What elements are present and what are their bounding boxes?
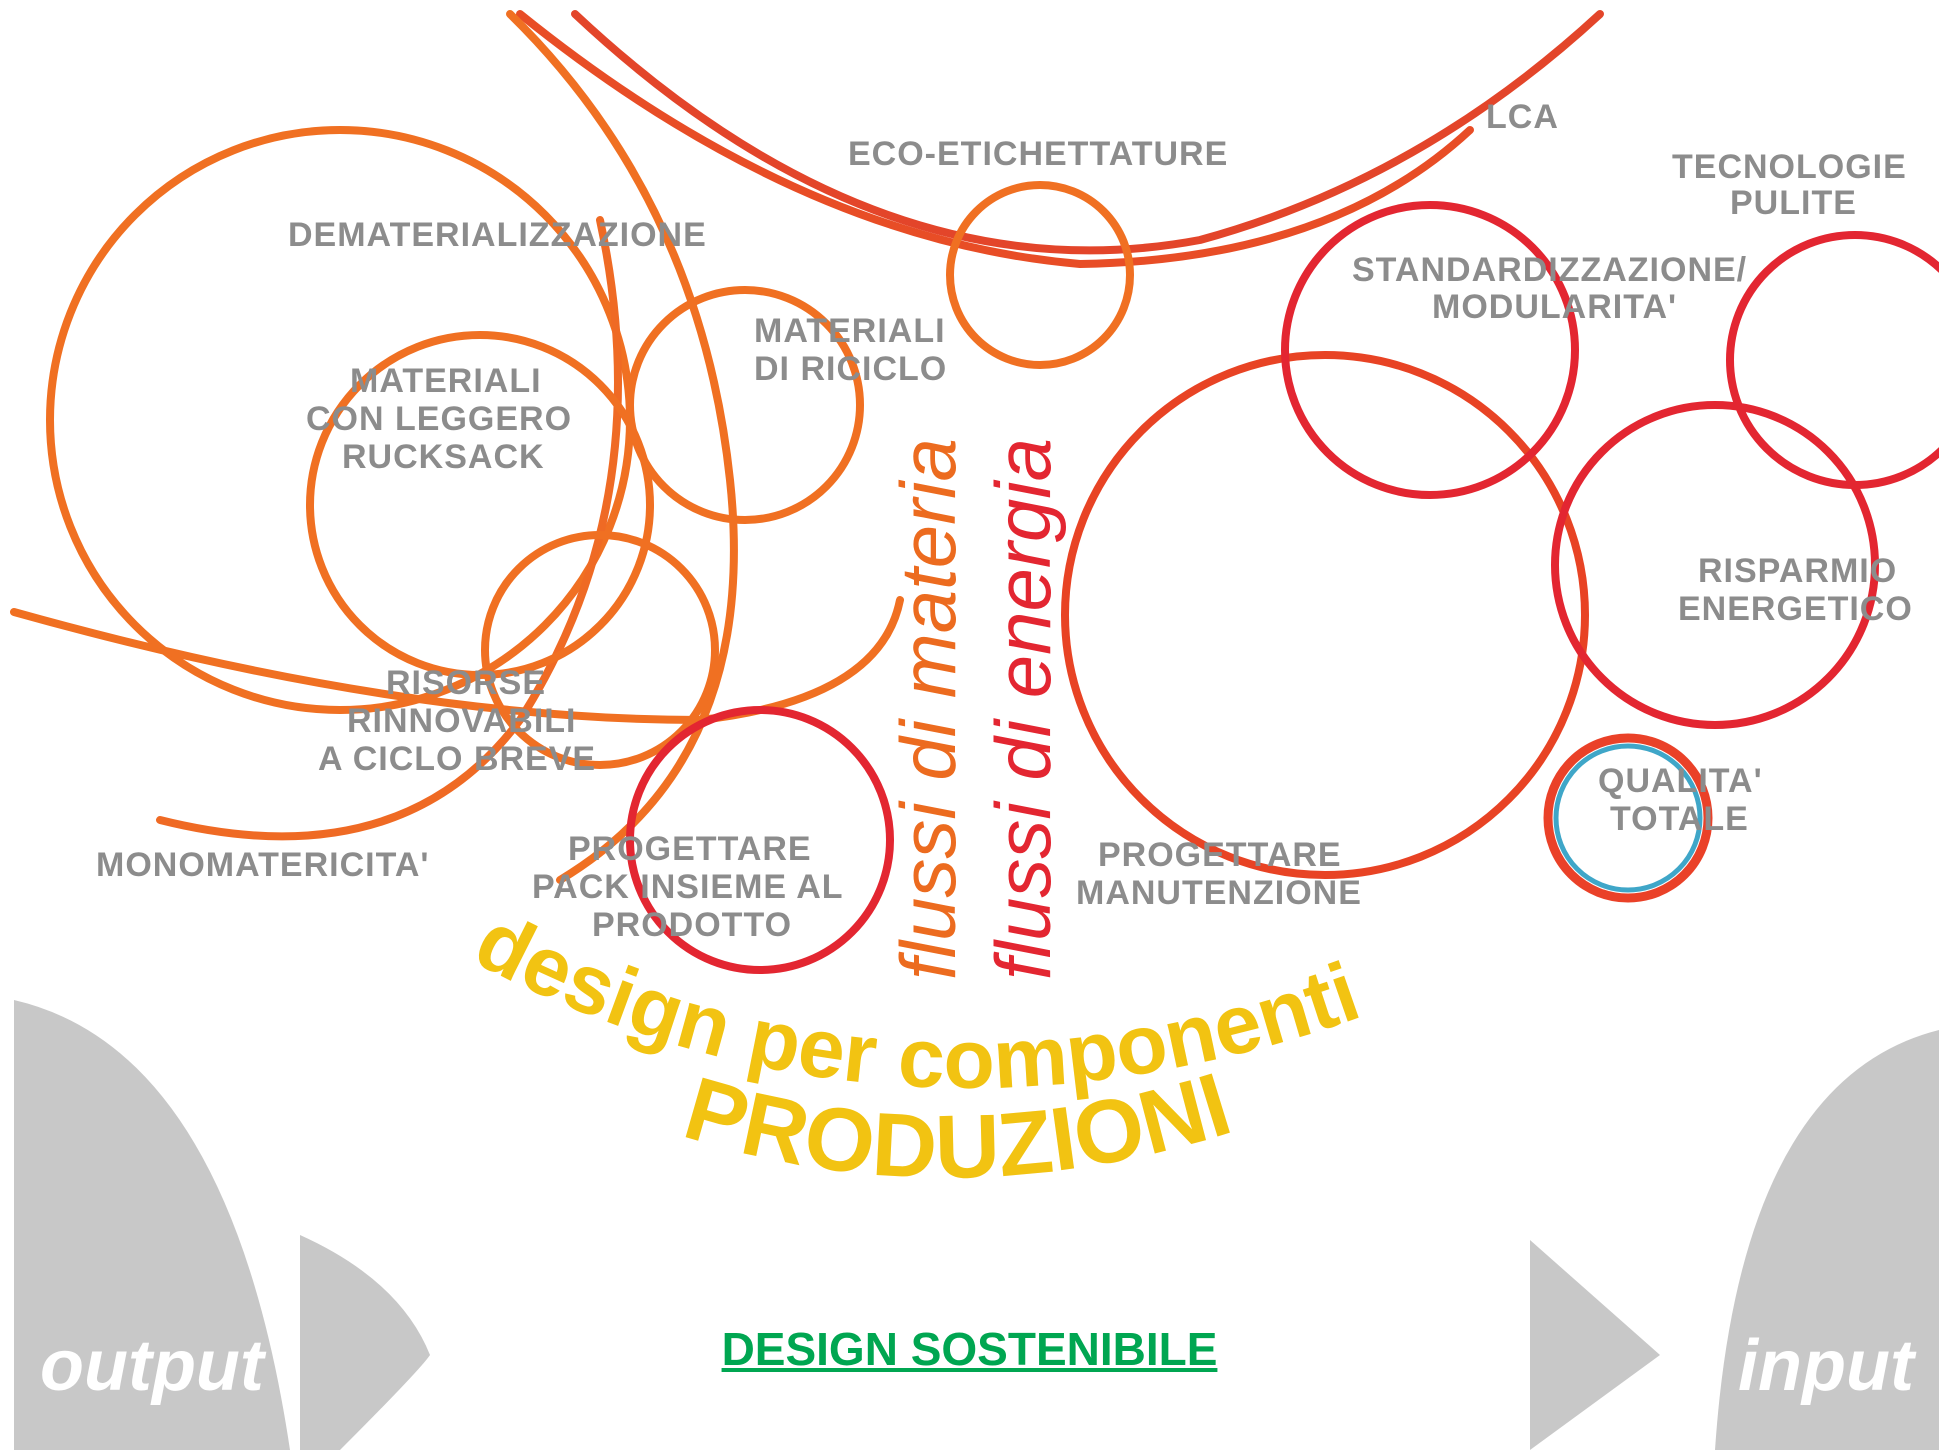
left-arc-large: [506, 10, 738, 884]
output-label: output: [40, 1326, 267, 1406]
label-standardizzazione: STANDARDIZZAZIONE/: [1352, 251, 1747, 289]
circle-qualita-inner: [1553, 743, 1703, 893]
label-totale: TOTALE: [1610, 800, 1749, 838]
concept-labels: LCA ECO-ETICHETTATURE TECNOLOGIE PULITE …: [96, 98, 1913, 944]
label-dematerializzazione: DEMATERIALIZZAZIONE: [288, 216, 707, 254]
arc-monomatericita: [10, 596, 904, 725]
circle-network: [10, 10, 1939, 974]
label-modularita: MODULARITA': [1432, 288, 1677, 326]
label-materiali-riciclo-2: DI RICICLO: [754, 350, 947, 388]
label-materiali-leggero-2: CON LEGGERO: [306, 400, 572, 438]
circle-eco-etichettature: [946, 181, 1134, 369]
output-arrow-head: [300, 1240, 430, 1450]
label-pack-1: PROGETTARE: [568, 830, 812, 868]
flussi-materia-label: flussi di materia: [884, 438, 972, 980]
label-lca: LCA: [1486, 98, 1559, 136]
label-materiali-riciclo-1: MATERIALI: [754, 312, 946, 350]
circle-manutenzione: [1061, 351, 1589, 879]
circle-tecnologie: [1726, 231, 1939, 489]
output-shape: output: [14, 1000, 430, 1450]
circle-qualita-outer: [1543, 733, 1713, 903]
label-manutenzione-2: MANUTENZIONE: [1076, 874, 1362, 912]
circle-materiali-leggero: [306, 331, 654, 679]
label-materiali-leggero-1: MATERIALI: [350, 362, 542, 400]
circle-pack: [626, 706, 894, 974]
circle-risorse: [481, 531, 719, 769]
input-arrow-head: [1530, 1240, 1660, 1450]
output-disc: [14, 1000, 290, 1450]
circle-risparmio: [1551, 401, 1879, 729]
label-qualita: QUALITA': [1598, 762, 1763, 800]
label-materiali-leggero-3: RUCKSACK: [342, 438, 545, 476]
label-energetico: ENERGETICO: [1678, 590, 1913, 628]
top-arc-outer: [571, 10, 1604, 255]
arc-dematerializzazione: [156, 216, 622, 841]
label-pack-3: PRODOTTO: [592, 906, 792, 944]
label-tecnologie: TECNOLOGIE: [1672, 148, 1907, 186]
label-manutenzione-1: PROGETTARE: [1098, 836, 1342, 874]
input-label: input: [1738, 1326, 1917, 1406]
input-disc: [1715, 1030, 1939, 1450]
label-pack-2: PACK INSIEME AL: [532, 868, 844, 906]
design-sostenibile-link[interactable]: DESIGN SOSTENIBILE: [721, 1323, 1218, 1375]
circle-materiali-riciclo: [626, 286, 864, 524]
label-pulite: PULITE: [1730, 184, 1857, 222]
label-monomatericita: MONOMATERICITA': [96, 846, 429, 884]
label-risorse-2: RINNOVABILI: [347, 702, 576, 740]
label-risparmio: RISPARMIO: [1698, 552, 1897, 590]
circle-standardizzazione: [1281, 201, 1579, 499]
flussi-energia-label: flussi di energia: [979, 438, 1067, 980]
label-risorse-3: A CICLO BREVE: [318, 740, 596, 778]
label-risorse-1: RISORSE: [386, 664, 546, 702]
input-shape: input: [1530, 1030, 1939, 1450]
label-eco-etichettature: ECO-ETICHETTATURE: [848, 135, 1228, 173]
top-arc-lca: [516, 10, 1474, 269]
